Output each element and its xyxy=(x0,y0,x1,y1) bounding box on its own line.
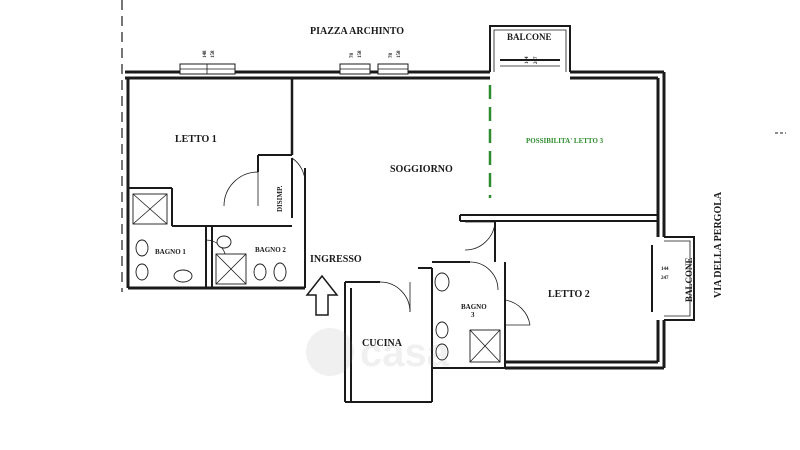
street-label-top: PIAZZA ARCHINTO xyxy=(310,26,404,37)
interior-walls xyxy=(128,78,658,403)
balcony-top-label: BALCONE xyxy=(507,32,552,42)
window-letto1 xyxy=(179,63,236,75)
bidet-bagno1 xyxy=(135,263,149,281)
street-label-right: VIA DELLA PERGOLA xyxy=(713,191,724,298)
balcony-right-label: BALCONE xyxy=(684,257,694,302)
sink-bagno1 xyxy=(173,269,193,283)
room-label-ingresso: INGRESSO xyxy=(310,254,362,265)
room-label-soggiorno: SOGGIORNO xyxy=(390,164,453,175)
dim-w5-a: 144 xyxy=(661,267,669,272)
sink-bagno3 xyxy=(434,272,450,292)
sink-bagno2 xyxy=(216,235,232,249)
room-label-letto2: LETTO 2 xyxy=(548,289,590,300)
bidet-bagno3 xyxy=(435,321,449,339)
toilet-bagno3 xyxy=(435,343,449,361)
doors xyxy=(205,157,531,326)
room-label-possibilita-letto3: POSSIBILITA' LETTO 3 xyxy=(526,137,604,145)
dim-w1-a: 148 xyxy=(203,50,208,58)
toilet-bagno1 xyxy=(135,239,149,257)
dim-w2-b: 158 xyxy=(358,50,363,58)
room-label-bagno3-number: 3 xyxy=(471,311,475,319)
entrance-arrow-icon xyxy=(305,274,339,316)
balcony-right xyxy=(651,236,695,321)
dim-w3-a: 78 xyxy=(389,53,394,59)
window-soggiorno-1 xyxy=(339,63,371,75)
bathroom-fixtures xyxy=(132,193,501,363)
room-label-bagno2: BAGNO 2 xyxy=(255,246,286,254)
room-label-bagno3: BAGNO xyxy=(461,303,487,311)
watermark-logo: casa xyxy=(306,328,450,376)
dim-w3-b: 158 xyxy=(397,50,402,58)
room-label-disimp: DISIMP. xyxy=(276,185,284,212)
balcony-top xyxy=(489,25,571,72)
dim-w1-b: 158 xyxy=(211,50,216,58)
room-label-bagno1: BAGNO 1 xyxy=(155,248,186,256)
bidet-bagno2 xyxy=(253,263,267,281)
dim-w2-a: 78 xyxy=(350,53,355,59)
watermark-text: casa xyxy=(360,331,450,375)
room-label-cucina: CUCINA xyxy=(362,338,403,349)
toilet-bagno2 xyxy=(273,262,287,282)
room-label-letto1: LETTO 1 xyxy=(175,134,217,145)
dim-w5-b: 247 xyxy=(661,276,669,281)
window-soggiorno-2 xyxy=(377,63,409,75)
